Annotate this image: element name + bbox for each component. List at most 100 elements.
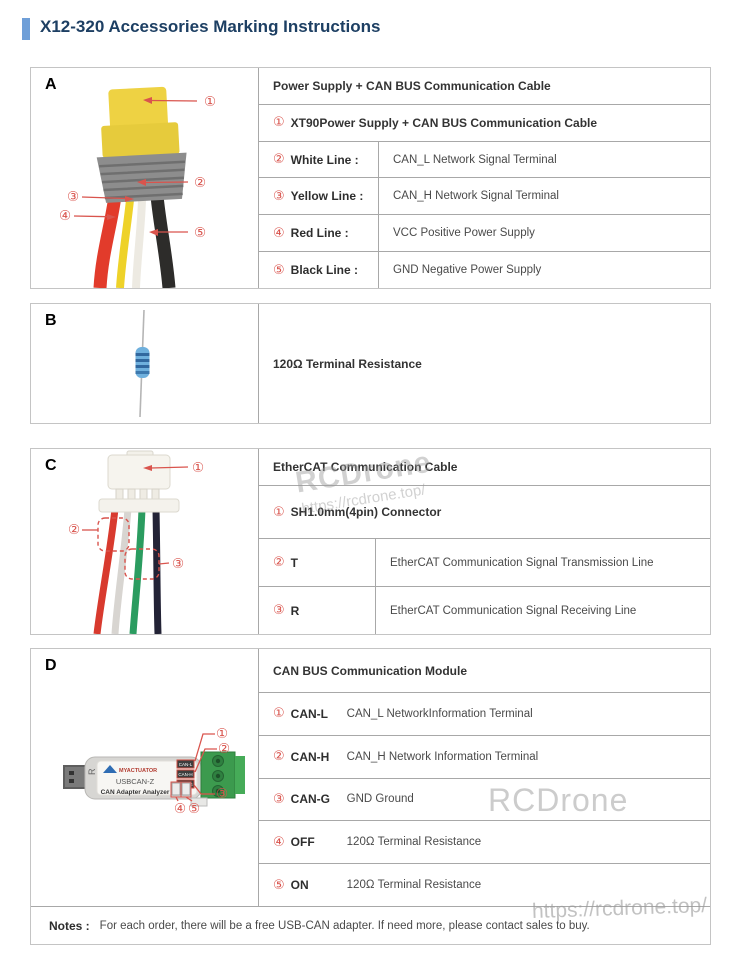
section-b: B 120Ω Terminal Resistance xyxy=(30,303,711,424)
brand-logo xyxy=(103,765,117,773)
model-text: USBCAN-Z xyxy=(116,777,155,786)
row-number: ④ xyxy=(273,834,285,850)
page-title: X12-320 Accessories Marking Instructions xyxy=(40,17,381,36)
row-label: CAN-G xyxy=(290,792,330,807)
row-number: ③ xyxy=(273,603,285,618)
row-label: White Line : xyxy=(290,152,359,167)
row-number: ① xyxy=(273,504,285,520)
row-label-cell: ② T xyxy=(259,539,376,586)
row-value: CAN_H Network Information Terminal xyxy=(346,750,539,763)
section-c-table: EtherCAT Communication Cable ① SH1.0mm(4… xyxy=(258,449,710,634)
notes-label: Notes : xyxy=(49,918,90,933)
resistor-label: 120Ω Terminal Resistance xyxy=(273,356,422,371)
row-value: GND Negative Power Supply xyxy=(393,264,542,277)
row-label-cell: ② White Line : xyxy=(259,141,379,178)
table-row: ④ OFF 120Ω Terminal Resistance xyxy=(259,820,710,863)
row-label: Red Line : xyxy=(290,226,349,241)
table-row: Power Supply + CAN BUS Communication Cab… xyxy=(259,68,710,104)
row-value: 120Ω Terminal Resistance xyxy=(346,879,482,892)
callout-2: ② xyxy=(68,522,80,538)
row-title: XT90Power Supply + CAN BUS Communication… xyxy=(290,115,598,130)
section-b-image-cell: B xyxy=(31,304,258,423)
xt90-connector-body xyxy=(96,86,187,203)
row-number: ② xyxy=(273,152,285,168)
table-row: ④ Red Line : VCC Positive Power Supply xyxy=(259,214,710,252)
notes-text: For each order, there will be a free USB… xyxy=(99,919,590,932)
table-row: ② CAN-H CAN_H Network Information Termin… xyxy=(259,734,710,778)
table-row: ③ CAN-G GND Ground xyxy=(259,777,710,821)
row-label: Yellow Line : xyxy=(290,189,364,204)
row-number: ③ xyxy=(273,791,285,807)
table-row: 120Ω Terminal Resistance xyxy=(259,304,710,423)
row-value: EtherCAT Communication Signal Transmissi… xyxy=(390,556,654,569)
row-number: ① xyxy=(273,706,285,722)
callout-4: ④ xyxy=(174,801,186,817)
row-number: ⑤ xyxy=(273,877,285,893)
xt90-cable-image: ① ② ③ ④ ⑤ xyxy=(59,86,216,288)
row-number: ⑤ xyxy=(273,262,285,278)
callout-4: ④ xyxy=(59,208,71,224)
usb-plug xyxy=(63,765,87,789)
table-row: ① CAN-L CAN_L NetworkInformation Termina… xyxy=(259,692,710,735)
section-d-letter: D xyxy=(45,657,57,674)
section-a-table-header: Power Supply + CAN BUS Communication Cab… xyxy=(273,78,551,93)
row-label: ON xyxy=(290,878,309,893)
section-c-annotations: ① ② ③ xyxy=(68,460,204,580)
sh10-wires xyxy=(93,508,162,634)
table-row: ⑤ ON 120Ω Terminal Resistance xyxy=(259,863,710,906)
section-d: D R MYACTUATOR USBCAN-Z CAN Adapter Anal… xyxy=(30,648,711,945)
green-terminal-block xyxy=(190,751,245,807)
callout-2: ② xyxy=(194,175,206,191)
row-label: T xyxy=(290,555,298,570)
callout-3: ③ xyxy=(216,786,228,802)
callout-3: ③ xyxy=(172,556,184,572)
row-title: SH1.0mm(4pin) Connector xyxy=(290,505,442,519)
resistor-image xyxy=(135,309,150,418)
row-value: EtherCAT Communication Signal Receiving … xyxy=(390,604,637,617)
sh10-connector-body xyxy=(98,450,180,513)
table-row: ③ Yellow Line : CAN_H Network Signal Ter… xyxy=(259,177,710,215)
svg-text:R: R xyxy=(87,768,97,775)
row-label-cell: ④ Red Line : xyxy=(259,215,379,252)
section-a-table: Power Supply + CAN BUS Communication Cab… xyxy=(258,68,710,288)
row-label: OFF xyxy=(290,835,315,850)
callout-1: ① xyxy=(204,94,216,110)
row-value: CAN_H Network Signal Terminal xyxy=(393,190,559,203)
section-c: C xyxy=(30,448,711,635)
section-d-table-header: CAN BUS Communication Module xyxy=(273,663,467,678)
section-b-letter: B xyxy=(45,312,57,329)
xt90-wires xyxy=(93,195,176,288)
section-b-panel: 120Ω Terminal Resistance xyxy=(258,304,710,423)
table-row: ③ R EtherCAT Communication Signal Receiv… xyxy=(259,586,710,634)
row-label-cell: ③ R xyxy=(259,587,376,634)
row-number: ② xyxy=(273,749,285,765)
row-value: CAN_L Network Signal Terminal xyxy=(393,153,557,166)
table-row: ① XT90Power Supply + CAN BUS Communicati… xyxy=(259,103,710,141)
callout-5: ⑤ xyxy=(194,225,206,241)
ethercat-cable-image: ① ② ③ xyxy=(68,450,204,634)
title-accent-bar xyxy=(22,18,30,40)
table-row: ⑤ Black Line : GND Negative Power Supply xyxy=(259,251,710,288)
row-label: CAN-L xyxy=(290,706,328,721)
callout-2: ② xyxy=(218,741,230,757)
callout-5: ⑤ xyxy=(188,801,200,817)
row-label-cell: ⑤ Black Line : xyxy=(259,252,379,288)
port-label-can-h: CAN-H xyxy=(178,772,192,777)
section-a-image-cell: A ① xyxy=(31,68,258,288)
section-c-letter: C xyxy=(45,457,57,474)
row-number: ② xyxy=(273,555,285,570)
table-row: EtherCAT Communication Cable xyxy=(259,449,710,485)
row-label: CAN-H xyxy=(290,749,330,764)
table-row: CAN BUS Communication Module xyxy=(259,649,710,692)
notes-row: Notes : For each order, there will be a … xyxy=(31,906,710,944)
row-label-cell: ③ Yellow Line : xyxy=(259,178,379,215)
section-d-annotations: ① ② ③ ④ ⑤ xyxy=(174,726,230,817)
row-value: VCC Positive Power Supply xyxy=(393,227,535,240)
callout-1: ① xyxy=(216,726,228,742)
row-label: Black Line : xyxy=(290,263,359,278)
callout-3: ③ xyxy=(67,189,79,205)
section-d-image-cell: D R MYACTUATOR USBCAN-Z CAN Adapter Anal… xyxy=(31,649,258,944)
row-value: GND Ground xyxy=(346,793,414,806)
table-row: ② White Line : CAN_L Network Signal Term… xyxy=(259,140,710,178)
